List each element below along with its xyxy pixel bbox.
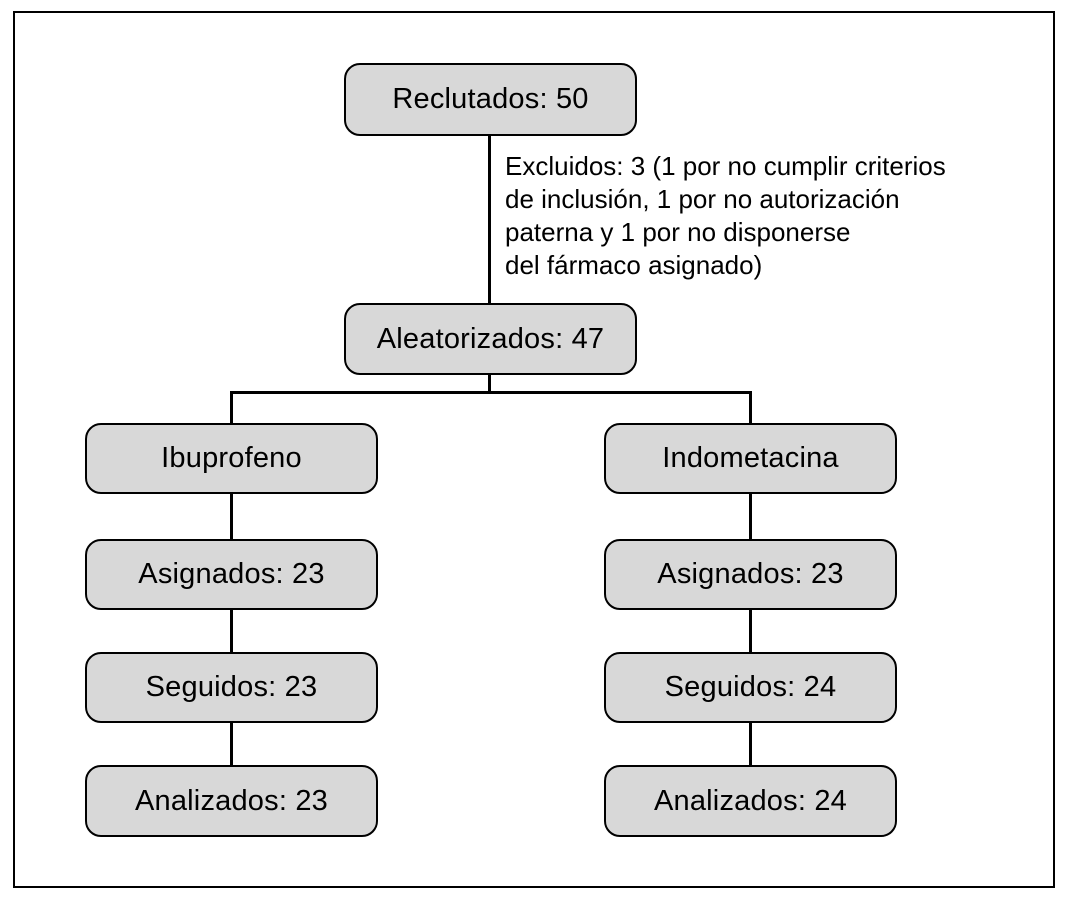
diagram-border [13, 11, 1055, 888]
connector-branch-horizontal [230, 391, 752, 394]
node-seguidos-right: Seguidos: 24 [604, 652, 897, 723]
connector-left-arm-assigned [230, 492, 233, 540]
node-analizados-left: Analizados: 23 [85, 765, 378, 837]
node-seguidos-left: Seguidos: 23 [85, 652, 378, 723]
node-asignados-left: Asignados: 23 [85, 539, 378, 610]
node-aleatorizados: Aleatorizados: 47 [344, 303, 637, 375]
node-reclutados: Reclutados: 50 [344, 63, 637, 136]
connector-right-assigned-followed [749, 608, 752, 654]
connector-branch-right-drop [749, 391, 752, 425]
connector-randomized-branch [488, 374, 491, 394]
node-analizados-right: Analizados: 24 [604, 765, 897, 837]
node-asignados-right: Asignados: 23 [604, 539, 897, 610]
exclusion-note-line: de inclusión, 1 por no autorización [505, 184, 900, 214]
exclusion-note: Excluidos: 3 (1 por no cumplir criterios… [505, 150, 946, 282]
node-arm-ibuprofeno: Ibuprofeno [85, 423, 378, 494]
connector-branch-left-drop [230, 391, 233, 425]
connector-recruited-randomized [488, 135, 491, 305]
connector-right-arm-assigned [749, 492, 752, 540]
node-arm-indometacina: Indometacina [604, 423, 897, 494]
connector-left-assigned-followed [230, 608, 233, 654]
exclusion-note-line: Excluidos: 3 (1 por no cumplir criterios [505, 151, 946, 181]
connector-right-followed-analyzed [749, 721, 752, 767]
exclusion-note-line: del fármaco asignado) [505, 250, 763, 280]
exclusion-note-line: paterna y 1 por no disponerse [505, 217, 851, 247]
connector-left-followed-analyzed [230, 721, 233, 767]
